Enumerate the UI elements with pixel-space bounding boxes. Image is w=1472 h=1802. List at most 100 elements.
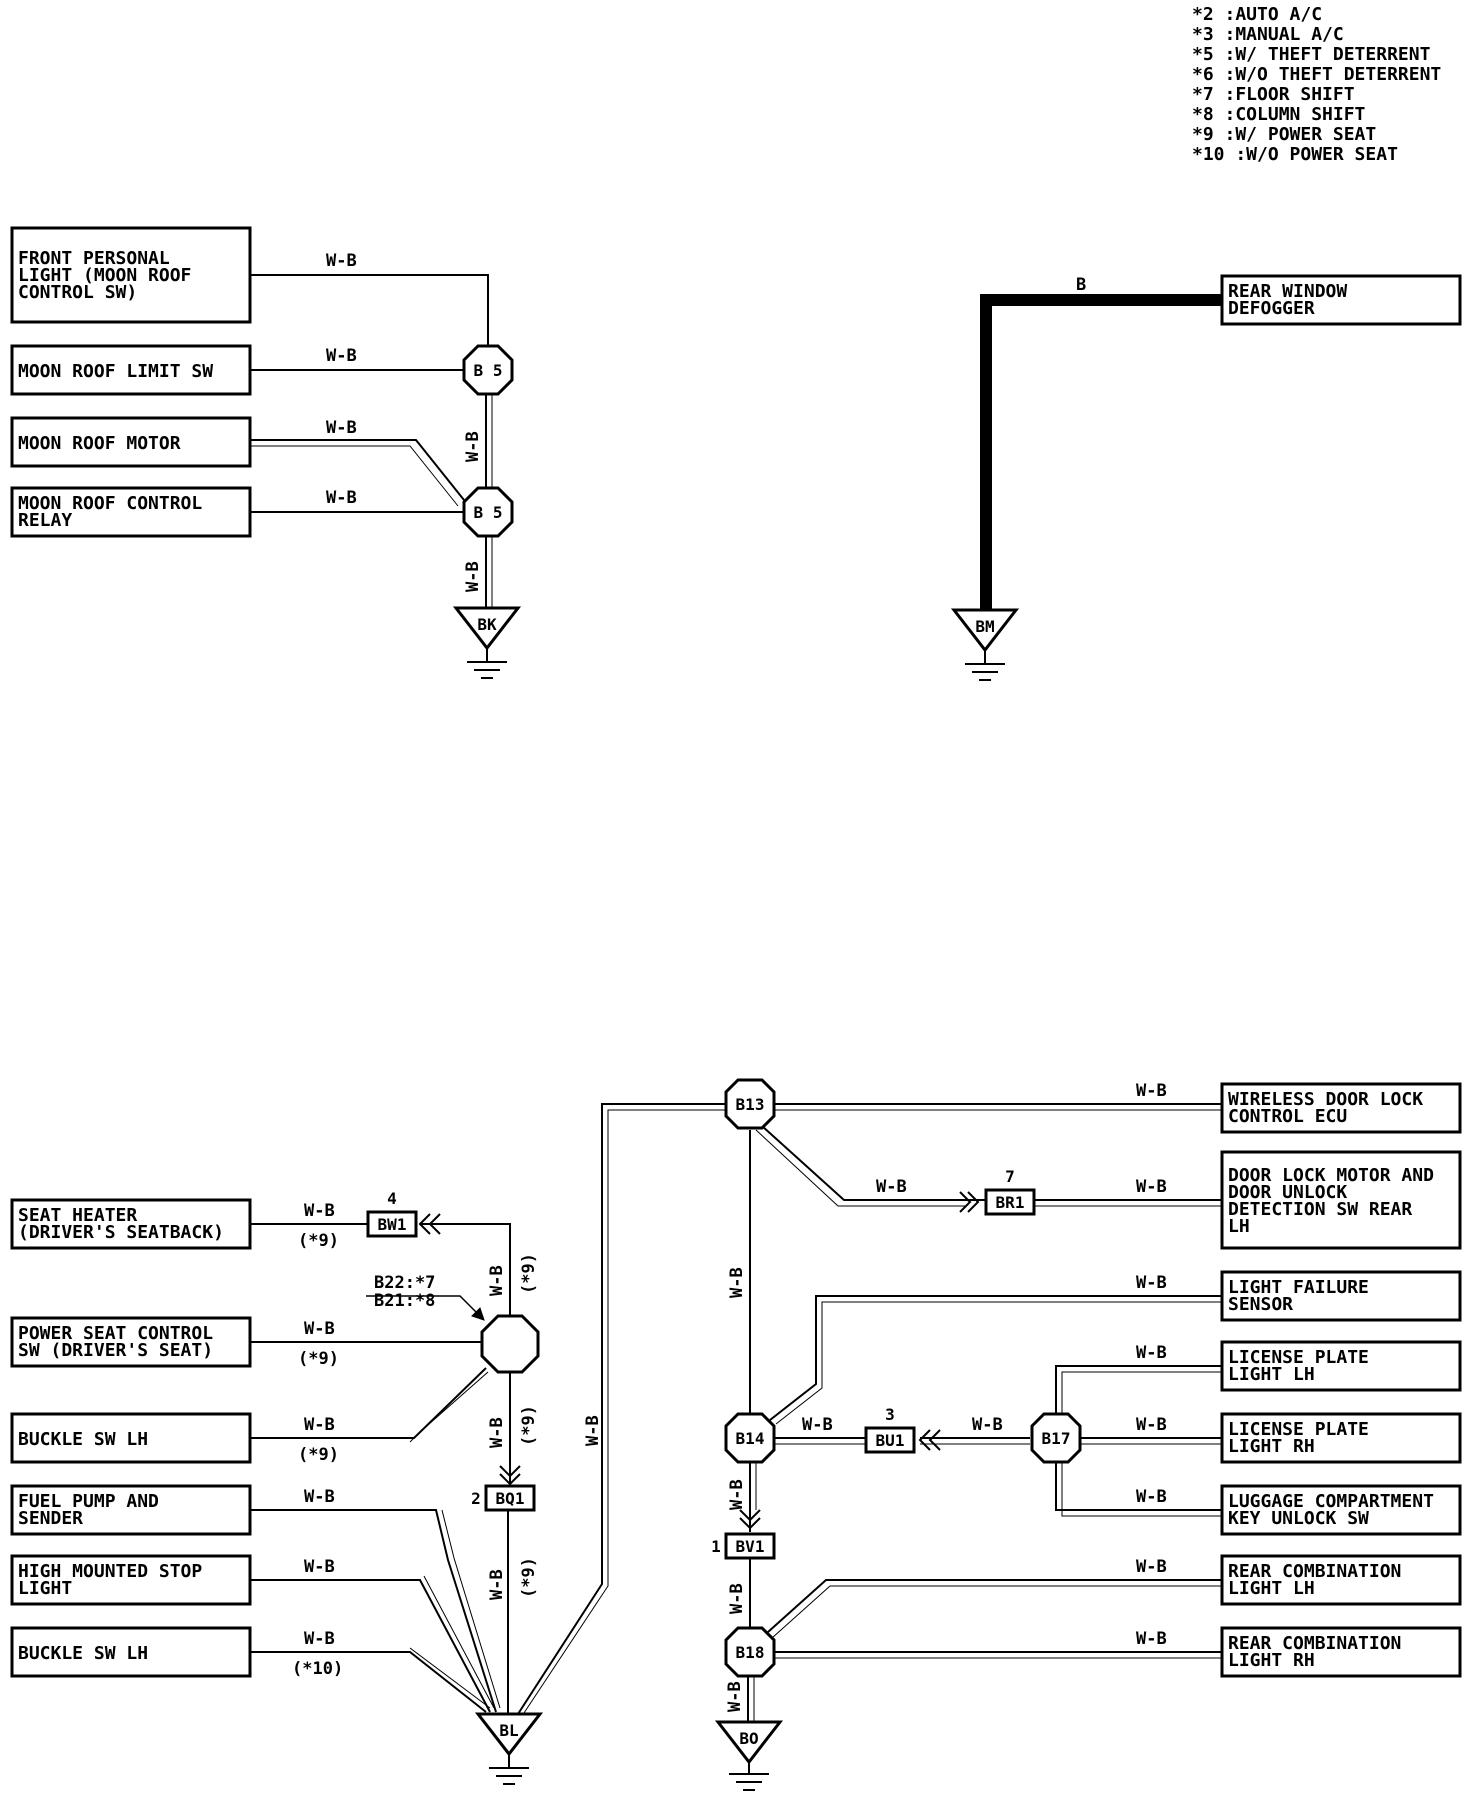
moonroof-motor-box [10,416,252,468]
wire-color-label: W-B [326,488,357,508]
wire-color-label: W-B [487,1265,507,1296]
wire [517,1103,730,1715]
device-label: LIGHT (MOON ROOF [18,265,191,286]
pointer-line [366,1295,483,1319]
seat-labels: SEAT HEATER (DRIVER'S SEATBACK) POWER SE… [18,1189,603,1740]
wire [1055,1365,1222,1414]
wiring-note: (*9) [298,1349,339,1369]
connector-id: B13 [736,1095,765,1114]
wire-color-label: W-B [727,1267,747,1298]
wire [250,1579,491,1713]
wire [250,1367,487,1439]
moonroof-section [10,226,522,679]
device-label: LIGHT LH [1228,1364,1315,1385]
connector-arrow-icon [739,1509,761,1522]
device-label: LIGHT FAILURE [1228,1277,1369,1298]
device-label: REAR COMBINATION [1228,1561,1401,1582]
ground-triangle [950,608,1020,653]
wire-color-label: W-B [727,1479,747,1510]
junction-connector [462,486,514,538]
connector-arrow-icon [967,1191,980,1213]
wire-color-label: W-B [1136,1177,1167,1197]
wire-color-label: W-B [1136,1343,1167,1363]
wire [250,1509,497,1713]
connector-pin: 4 [387,1189,397,1208]
device-label: POWER SEAT CONTROL [18,1323,213,1344]
wire-color-label: W-B [725,1681,745,1712]
wire [250,1651,487,1713]
wire-color-label: W-B [326,346,357,366]
moonroof-labels: FRONT PERSONAL LIGHT (MOON ROOF CONTROL … [18,248,502,634]
wire-color-label: W-B [304,1629,335,1649]
wire-color-label: W-B [1136,1415,1167,1435]
connector-br1 [984,1188,1036,1216]
wire [1061,1371,1222,1414]
device-label: RELAY [18,510,72,531]
wire-color-label: W-B [487,1417,507,1448]
connector-id: B14 [736,1429,765,1448]
device-label: FUEL PUMP AND [18,1491,159,1512]
wiring-note: (*9) [519,1253,539,1294]
ground-id: BM [975,617,994,636]
connector-arrow-icon [499,1465,521,1478]
rear-section [714,1078,1462,1791]
junction-connector [1030,1412,1082,1464]
junction-connector [724,1078,776,1130]
wire-color-label: W-B [1136,1081,1167,1101]
device-label: DEFOGGER [1228,298,1315,319]
wire-color-label: W-B [304,1487,335,1507]
wiring-note: (*9) [519,1405,539,1446]
defogger-labels: REAR WINDOW DEFOGGER B BM [975,275,1347,636]
device-label: DOOR LOCK MOTOR AND [1228,1165,1434,1186]
wire-color-label: B [1076,275,1086,295]
junction-note: B21:*8 [374,1291,435,1311]
connector-bu1 [864,1426,916,1454]
connector-id: B 5 [474,361,503,380]
device-label: MOON ROOF CONTROL [18,493,202,514]
connector-id: BU1 [876,1431,905,1450]
wire-color-label: W-B [487,1569,507,1600]
wire [771,1585,1222,1639]
device-label: REAR COMBINATION [1228,1633,1401,1654]
device-label: (DRIVER'S SEATBACK) [18,1222,224,1243]
legend-item: *8 :COLUMN SHIFT [1192,104,1366,125]
connector-arrow-icon [739,1517,761,1530]
connector-bw1 [366,1210,418,1238]
wire-color-label: W-B [304,1319,335,1339]
wire-color-label: W-B [583,1415,603,1446]
device-label: BUCKLE SW LH [18,1429,148,1450]
legend-item: *5 :W/ THEFT DETERRENT [1192,44,1431,65]
junction-connector [724,1626,776,1678]
device-label: CONTROL SW) [18,282,137,303]
legend-item: *10 :W/O POWER SEAT [1192,144,1398,165]
wiring-note: (*10) [292,1659,343,1679]
ground-triangle [452,606,522,651]
connector-id: BV1 [736,1537,765,1556]
device-label: DOOR UNLOCK [1228,1182,1347,1203]
wire [767,1579,1222,1633]
device-label: FRONT PERSONAL [18,248,170,269]
junction-connector [462,344,514,396]
wire [775,1301,1222,1425]
wire-color-label: W-B [304,1201,335,1221]
wire [769,1295,1222,1421]
device-label: LICENSE PLATE [1228,1419,1369,1440]
connector-arrow-icon [918,1429,931,1451]
device-label: BUCKLE SW LH [18,1643,148,1664]
defogger-section [950,274,1462,681]
wire-color-label: W-B [463,561,483,592]
wire [1061,1462,1222,1517]
wire [419,1371,489,1433]
connector-id: BR1 [996,1193,1025,1212]
wireless-door-lock-ecu-box [1220,1082,1462,1134]
device-label: SENSOR [1228,1294,1293,1315]
junction-note: B22:*7 [374,1273,435,1293]
ground-id: BK [477,615,497,634]
wire [755,1129,966,1207]
device-label: LIGHT RH [1228,1436,1315,1457]
connector-id: BW1 [378,1215,407,1234]
device-label: WIRELESS DOOR LOCK [1228,1089,1423,1110]
ground-id: BL [499,1721,518,1740]
wire-color-label: W-B [727,1583,747,1614]
